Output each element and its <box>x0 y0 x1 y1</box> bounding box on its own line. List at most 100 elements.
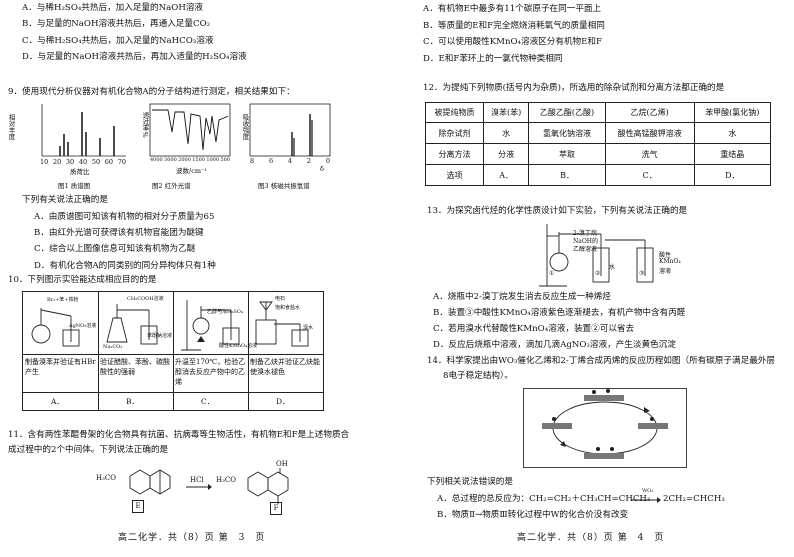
q11-label-f: F <box>270 502 282 515</box>
apparatus-c <box>181 300 240 351</box>
right-footer: 高二化学．共（8）页 第 4 页 <box>517 533 665 543</box>
q14-question: 下列相关说法错误的是 <box>427 477 513 487</box>
q10-desc-d: 制备乙炔并验证乙炔能使溴水褪色 <box>250 358 320 376</box>
q11-structure-f <box>247 468 289 504</box>
q9-stem: 9．使用现代分析仪器对有机化合物A的分子结构进行测定，相关结果如下： <box>8 87 295 97</box>
q13-num-1: ① <box>549 270 555 277</box>
q14-product: 2CH₂=CHCH₃ <box>663 494 725 504</box>
tick: 30 <box>65 158 75 166</box>
table-cell: 酸性高锰酸钾溶液 <box>604 122 695 144</box>
fig2-caption: 图2 红外光谱 <box>152 182 191 190</box>
tick: 4000 <box>150 157 163 163</box>
q11-option-b: B．等质量的E和F完全燃烧消耗氧气的质量相同 <box>423 21 605 31</box>
table-cell: D． <box>693 164 772 186</box>
apparatus-c-label1: 乙醇与浓H₂SO₄ <box>207 309 243 315</box>
fig3-caption: 图3 核磁共振氢谱 <box>258 182 310 190</box>
apparatus-b-label3: 苯酚钠溶液 <box>147 333 173 339</box>
table-cell: 重结晶 <box>693 143 772 165</box>
fig2-curve <box>149 103 231 157</box>
q11-option-c: C．可以使用酸性KMnO₄溶液区分有机物E和F <box>423 37 602 47</box>
apparatus-b-label2: Na₂CO₃ <box>103 344 123 350</box>
apparatus-a <box>31 308 80 347</box>
q13-kmno4-3: 溶液 <box>659 268 672 275</box>
apparatus-d-label1: 电石 <box>275 296 286 302</box>
arrow-icon <box>186 484 212 490</box>
apparatus-d <box>255 301 309 347</box>
tick: 0 <box>325 157 330 165</box>
table-cell: 水 <box>693 122 772 144</box>
table-cell: B． <box>528 164 606 186</box>
apparatus-b <box>106 304 158 345</box>
tick: 60 <box>104 158 114 166</box>
q9-fig3-nmr-spectrum: 吸收强度 8 6 4 2 0 δ <box>241 103 331 180</box>
table-cell: 被提纯物质 <box>425 102 484 123</box>
tick: 1500 <box>192 157 205 163</box>
q13-label-2: NaOH的 <box>573 238 598 245</box>
q9-option-a: A．由质谱图可知该有机物的相对分子质量为65 <box>34 212 215 222</box>
fig1-bars <box>41 104 126 157</box>
fig3-ylabel: 吸收强度 <box>241 114 249 140</box>
fig3-peaks <box>249 103 331 157</box>
fig3-xticks: 8 6 4 2 0 <box>250 157 330 165</box>
table-cell: 乙酸乙酯(乙酸) <box>528 102 606 123</box>
arrow-icon <box>631 497 661 503</box>
apparatus-b-label1: CH₃COOH溶液 <box>127 296 164 302</box>
apparatus-d-label2: 饱和食盐水 <box>275 305 301 311</box>
table-row: 分离方法 分液 萃取 洗气 重结晶 <box>425 143 772 165</box>
q13-kmno4-2: KMnO₄ <box>659 258 681 265</box>
q13-label-3: 乙醇溶液 <box>573 246 598 253</box>
q13-label-1: 2-溴丁烷 <box>573 230 597 237</box>
table-cell: 分离方法 <box>425 143 484 165</box>
q14-stem-line2: 8电子稳定结构）。 <box>443 371 513 381</box>
q11-stem-line2: 成过程中的2个中间体。下列说法正确的是 <box>8 445 169 455</box>
q11-option-a: A．有机物E中最多有11个碳原子在同一平面上 <box>423 4 602 14</box>
q10-option-c: C． <box>201 397 215 406</box>
apparatus-a-label2: AgNO₃溶液 <box>69 323 97 329</box>
q14-mechanism-figure <box>523 388 687 468</box>
q14-cycle <box>542 389 668 459</box>
q8-option-d: D．与足量的NaOH溶液共热后，再加入适量的H₂SO₄溶液 <box>22 52 247 62</box>
left-page: A．与稀H₂SO₄共热后，加入足量的NaOH溶液 B．与足量的NaOH溶液共热后… <box>7 3 349 543</box>
tick: 3000 <box>164 157 177 163</box>
tick: 500 <box>220 157 230 163</box>
q13-option-b: B．装置③中酸性KMnO₄溶液紫色逐渐褪去，有机产物中含有丙醛 <box>433 308 686 318</box>
q11-reagent: HCl <box>190 476 204 484</box>
table-cell: 选项 <box>425 164 484 186</box>
q9-option-d: D．有机化合物A的同类别的同分异构体只有1种 <box>34 261 216 271</box>
apparatus-a-label1: Br₂+苯+铁粉 <box>47 297 79 303</box>
q13-num-3: ③ <box>639 270 645 277</box>
tick: 4 <box>287 157 293 165</box>
table-cell: 氢氧化钠溶液 <box>528 122 606 144</box>
table-cell: 洗气 <box>604 143 695 165</box>
q10-table: Br₂+苯+铁粉 AgNO₃溶液 CH₃COOH溶液 Na₂CO₃ 苯酚钠溶液 … <box>22 291 324 411</box>
q8-option-b: B．与足量的NaOH溶液共热后，再通入足量CO₂ <box>22 19 211 29</box>
table-cell: 水 <box>482 122 530 144</box>
q8-option-c: C．与稀H₂SO₄共热后，加入足量的NaHCO₃溶液 <box>22 36 214 46</box>
table-cell: 萃取 <box>528 143 606 165</box>
fig1-caption: 图1 质谱图 <box>58 182 91 190</box>
fig3-xlabel: δ <box>320 165 324 173</box>
q8-option-a: A．与稀H₂SO₄共热后，加入足量的NaOH溶液 <box>22 3 204 13</box>
table-cell: 乙烷(乙烯) <box>604 102 695 123</box>
tick: 70 <box>117 158 126 166</box>
tick: 10 <box>40 158 49 166</box>
fig1-ylabel: 相对丰度 <box>7 114 15 140</box>
q14-option-b: B．物质Ⅱ→物质Ⅲ转化过程中W的化合价没有改变 <box>437 510 629 520</box>
q10-option-d: D． <box>276 397 290 406</box>
q10-desc-c: 升温至170℃，检验乙醇消去反应产物中的乙烯 <box>175 358 246 386</box>
table-cell: C． <box>604 164 695 186</box>
apparatus-c-label2: 酸性KMnO₄溶液 <box>219 343 258 349</box>
fig1-xticks: 10 20 30 40 50 60 70 <box>40 158 126 166</box>
q13-option-c: C．若用溴水代替酸性KMnO₄溶液，装置②可以省去 <box>433 324 635 334</box>
table-cell: 分液 <box>482 143 530 165</box>
q11-structure-e <box>129 469 171 495</box>
fig2-xticks: 4000 3000 2000 1500 1000 500 <box>150 157 230 163</box>
q13-num-2: ② <box>595 270 601 277</box>
q13-water: 水 <box>609 264 616 271</box>
tick: 1000 <box>206 157 220 163</box>
q10-option-a: A． <box>51 397 64 406</box>
q14-stem-line1: 14．科学家提出由WO₃催化乙烯和2-丁烯合成丙烯的反应历程如图（所有碳原子满足… <box>427 356 776 366</box>
q11-f-oh: OH <box>276 460 288 468</box>
tick: 2 <box>306 157 311 165</box>
tick: 40 <box>78 158 88 166</box>
